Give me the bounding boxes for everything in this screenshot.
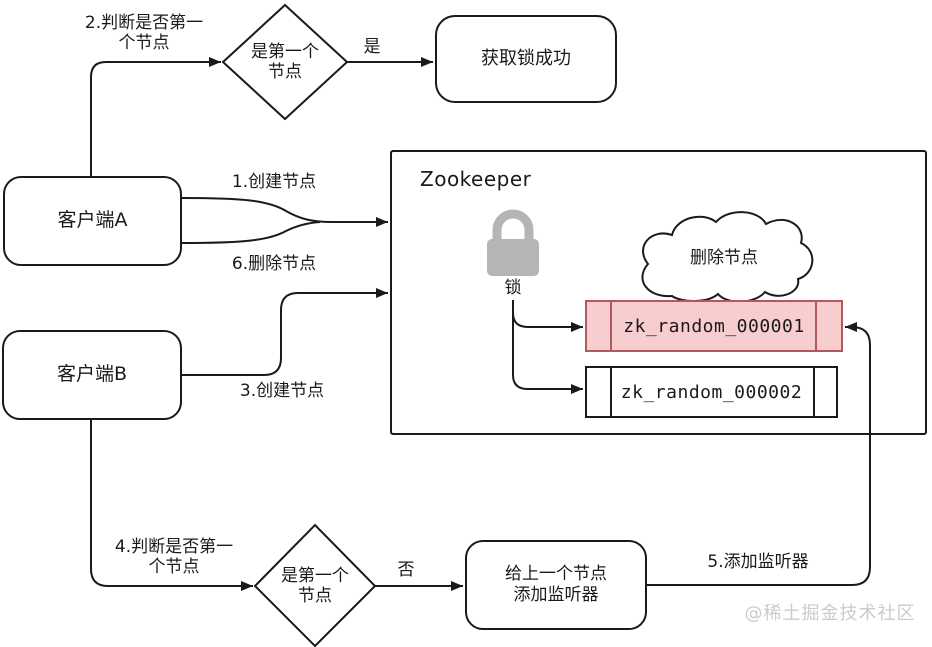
znode-1: zk_random_000001 <box>585 300 843 352</box>
add-listener-node: 给上一个节点 添加监听器 <box>465 540 647 630</box>
acquire-success-node: 获取锁成功 <box>435 15 617 103</box>
add-listener-label-line1: 给上一个节点 <box>505 563 607 584</box>
znode-2: zk_random_000002 <box>585 366 838 418</box>
znode-1-label: zk_random_000001 <box>623 315 805 337</box>
decision-bottom-diamond <box>253 523 377 647</box>
lock-label: 锁 <box>504 278 522 298</box>
znode-2-label: zk_random_000002 <box>620 381 803 403</box>
edge-step1-line <box>181 197 388 227</box>
edge-step3-line <box>182 288 388 376</box>
edge-step6-line <box>181 221 321 244</box>
watermark-text: @稀土掘金技术社区 <box>744 603 916 624</box>
lock-icon <box>487 209 539 276</box>
edge-step4-line <box>90 420 253 591</box>
edge-step6-label: 6.删除节点 <box>231 254 317 274</box>
cloud-label: 删除节点 <box>690 248 758 268</box>
edge-step3-label: 3.创建节点 <box>239 381 325 401</box>
decision-bottom-label: 是第一个 节点 <box>281 566 349 607</box>
edge-step5-line <box>647 322 871 586</box>
znode-1-right-divider <box>815 302 817 350</box>
client-b-label: 客户端B <box>56 363 128 386</box>
client-a-node: 客户端A <box>3 176 182 266</box>
acquire-success-label: 获取锁成功 <box>481 47 571 69</box>
zookeeper-container <box>390 150 927 435</box>
decision-top-diamond <box>221 3 349 121</box>
edge-yes-label: 是 <box>363 37 381 57</box>
zookeeper-title: Zookeeper <box>420 167 532 191</box>
client-b-node: 客户端B <box>2 330 182 420</box>
client-a-label: 客户端A <box>57 209 128 232</box>
add-listener-label-line2: 添加监听器 <box>513 585 599 605</box>
znode-2-left-divider <box>610 368 612 416</box>
edge-step5-label: 5.添加监听器 <box>707 552 809 572</box>
edge-step4-label: 4.判断是否第一 个节点 <box>114 537 234 578</box>
znode-1-left-divider <box>610 302 612 350</box>
znode-2-right-divider <box>813 368 815 416</box>
edge-lock-to-node2-line <box>512 300 583 394</box>
edge-step2-label: 2.判断是否第一 个节点 <box>84 13 204 54</box>
edge-step1-label: 1.创建节点 <box>231 172 317 192</box>
edge-no-label: 否 <box>397 560 415 580</box>
decision-top-label: 是第一个 节点 <box>251 42 319 83</box>
edge-step2-line <box>90 57 221 176</box>
